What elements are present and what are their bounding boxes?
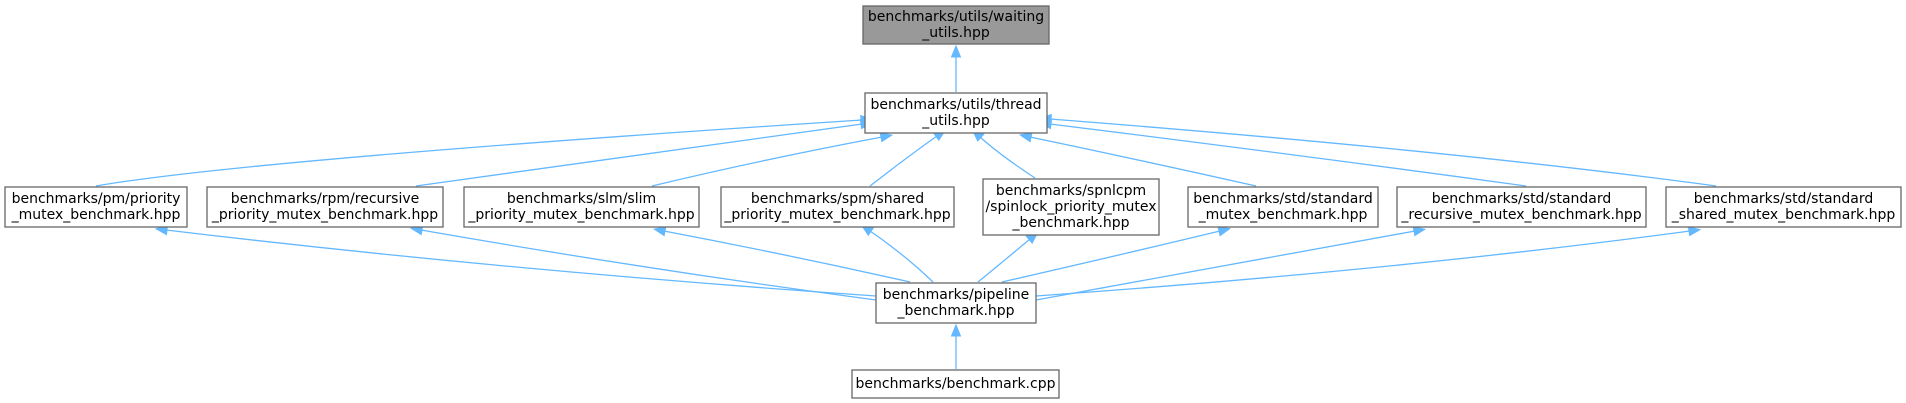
node-label-line: benchmarks/pipeline	[883, 287, 1030, 303]
arrowhead	[1687, 226, 1702, 237]
edge-std_recursive-to-thread_utils	[1038, 118, 1527, 187]
edge-pipeline-to-spnlcpm	[977, 231, 1039, 283]
nodes-layer: benchmarks/utils/waiting_utils.hppbenchm…	[4, 5, 1902, 399]
node-std_mutex[interactable]: benchmarks/std/standard_mutex_benchmark.…	[1187, 186, 1379, 228]
node-label-line: benchmarks/spnlcpm	[996, 183, 1146, 199]
arrowhead	[879, 132, 894, 143]
node-pipeline[interactable]: benchmarks/pipeline_benchmark.hpp	[875, 282, 1037, 324]
edge-pipeline-to-std_mutex	[1001, 226, 1232, 283]
node-box[interactable]	[1665, 186, 1902, 228]
node-label-line: benchmarks/rpm/recursive	[231, 191, 420, 207]
arrowhead	[1018, 132, 1033, 143]
arrowhead	[950, 323, 962, 337]
edge-line	[1035, 230, 1691, 297]
node-label-line: _priority_mutex_benchmark.hpp	[467, 207, 694, 223]
node-label-line: benchmarks/utils/waiting	[868, 9, 1044, 25]
edge-pm-to-thread_utils	[95, 114, 874, 187]
node-label-line: benchmarks/pm/priority	[12, 191, 181, 207]
edge-line	[663, 230, 911, 283]
node-label-line: benchmarks/slm/slim	[507, 191, 656, 207]
edge-line	[1035, 230, 1416, 301]
node-label-line: _utils.hpp	[921, 25, 990, 41]
edge-line	[1049, 118, 1717, 187]
edge-pipeline-to-std_shared	[1035, 226, 1702, 297]
edge-line	[420, 229, 877, 301]
arrowhead	[1412, 226, 1427, 237]
node-box[interactable]	[1396, 186, 1647, 228]
arrowhead	[950, 44, 962, 58]
edge-line	[165, 229, 877, 297]
node-thread_utils[interactable]: benchmarks/utils/thread_utils.hpp	[864, 92, 1048, 134]
edge-line	[95, 119, 863, 187]
edge-line	[651, 136, 883, 187]
node-box[interactable]	[864, 92, 1048, 134]
edge-line	[415, 123, 863, 187]
node-pm[interactable]: benchmarks/pm/priority_mutex_benchmark.h…	[4, 186, 188, 228]
node-box[interactable]	[4, 186, 188, 228]
node-label-line: benchmarks/utils/thread	[870, 97, 1041, 113]
node-label-line: _benchmark.hpp	[896, 303, 1014, 319]
edge-line	[1049, 123, 1527, 187]
edge-std_shared-to-thread_utils	[1038, 113, 1717, 187]
node-label-line: _utils.hpp	[921, 113, 990, 129]
node-box[interactable]	[875, 282, 1037, 324]
edge-line	[979, 136, 1036, 179]
node-std_recursive[interactable]: benchmarks/std/standard_recursive_mutex_…	[1396, 186, 1647, 228]
node-rpm[interactable]: benchmarks/rpm/recursive_priority_mutex_…	[206, 186, 444, 228]
arrowhead	[1217, 226, 1232, 237]
node-label-line: benchmarks/benchmark.cpp	[856, 376, 1056, 392]
node-waiting_utils[interactable]: benchmarks/utils/waiting_utils.hpp	[862, 5, 1050, 45]
node-box[interactable]	[720, 186, 955, 228]
arrowhead	[652, 226, 667, 237]
node-label-line: _recursive_mutex_benchmark.hpp	[1400, 207, 1641, 223]
node-box[interactable]	[1187, 186, 1379, 228]
node-label-line: benchmarks/std/standard	[1694, 191, 1874, 207]
edge-std_mutex-to-thread_utils	[1018, 132, 1257, 187]
edge-slm-to-thread_utils	[651, 132, 894, 187]
node-label-line: benchmarks/std/standard	[1432, 191, 1612, 207]
node-slm[interactable]: benchmarks/slm/slim_priority_mutex_bench…	[463, 186, 700, 228]
edge-line	[1001, 230, 1221, 283]
node-label-line: _shared_mutex_benchmark.hpp	[1671, 207, 1896, 223]
node-std_shared[interactable]: benchmarks/std/standard_shared_mutex_ben…	[1665, 186, 1902, 228]
node-label-line: _mutex_benchmark.hpp	[11, 207, 181, 223]
edge-thread_utils-to-waiting_utils	[950, 44, 962, 92]
node-benchmark_cpp[interactable]: benchmarks/benchmark.cpp	[851, 369, 1060, 399]
edge-pipeline-to-slm	[652, 226, 911, 283]
edge-line	[869, 230, 934, 283]
node-label-line: _priority_mutex_benchmark.hpp	[211, 207, 438, 223]
node-label-line: benchmarks/spm/shared	[751, 191, 924, 207]
node-box[interactable]	[862, 5, 1050, 45]
node-label-line: _priority_mutex_benchmark.hpp	[723, 207, 950, 223]
node-box[interactable]	[982, 178, 1160, 236]
node-box[interactable]	[463, 186, 700, 228]
node-spnlcpm[interactable]: benchmarks/spnlcpm/spinlock_priority_mut…	[982, 178, 1160, 236]
edge-pipeline-to-std_recursive	[1035, 226, 1427, 301]
node-box[interactable]	[206, 186, 444, 228]
edge-benchmark_cpp-to-pipeline	[950, 323, 962, 369]
edge-line	[977, 238, 1031, 283]
edge-line	[869, 135, 938, 187]
edge-line	[1029, 136, 1257, 187]
node-label-line: _mutex_benchmark.hpp	[1198, 207, 1368, 223]
node-box[interactable]	[851, 369, 1060, 399]
edge-pipeline-to-rpm	[409, 225, 877, 301]
node-label-line: /spinlock_priority_mutex	[985, 199, 1156, 215]
node-spm[interactable]: benchmarks/spm/shared_priority_mutex_ben…	[720, 186, 955, 228]
node-label-line: benchmarks/std/standard	[1193, 191, 1373, 207]
node-label-line: _benchmark.hpp	[1011, 215, 1129, 231]
